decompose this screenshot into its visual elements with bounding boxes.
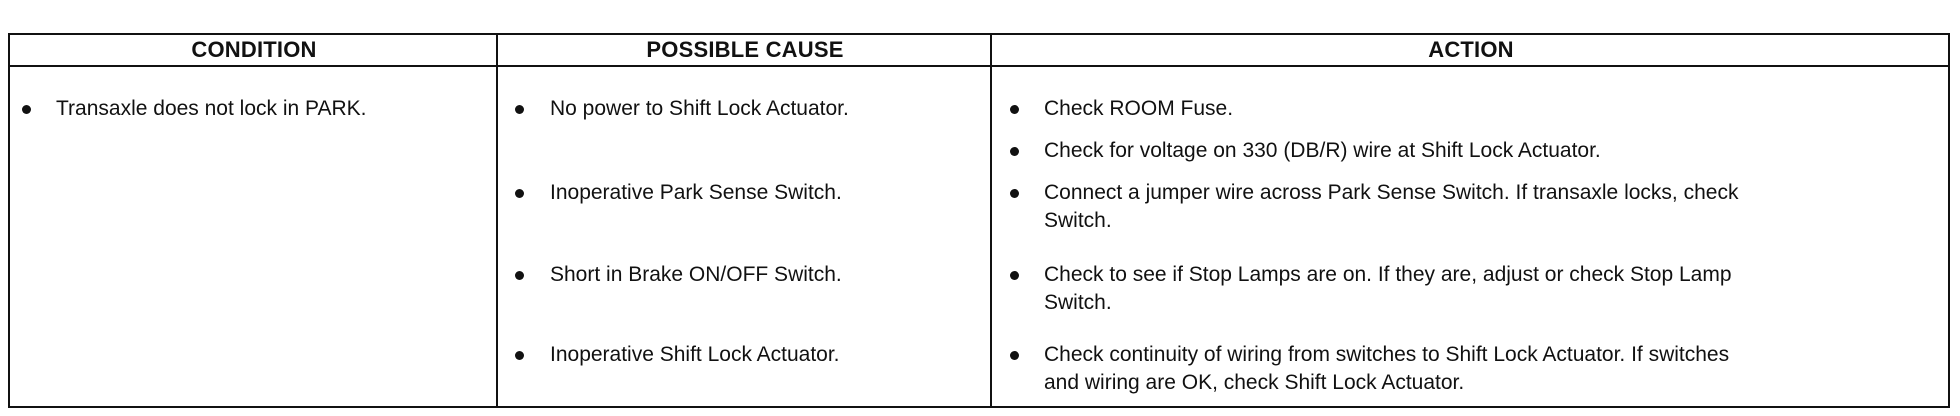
bullet-icon [515,105,524,114]
action-text: Connect a jumper wire across Park Sense … [1044,181,1739,232]
condition-cell: Transaxle does not lock in PARK. [10,67,498,406]
bullet-icon [22,105,31,114]
bullet-icon [515,351,524,360]
action-text: Check to see if Stop Lamps are on. If th… [1044,263,1732,314]
header-action: ACTION [992,35,1950,67]
cause-text: No power to Shift Lock Actuator. [550,97,849,120]
cause-text: Short in Brake ON/OFF Switch. [550,263,842,286]
bullet-icon [1010,351,1019,360]
column-divider [496,35,498,406]
bullet-icon [1010,147,1019,156]
header-possible-cause: POSSIBLE CAUSE [498,35,992,67]
action-text: Check for voltage on 330 (DB/R) wire at … [1044,139,1601,162]
action-text: Check ROOM Fuse. [1044,97,1234,120]
bullet-icon [1010,105,1019,114]
cause-text: Inoperative Shift Lock Actuator. [550,343,840,366]
action-cell: Check ROOM Fuse. Check for voltage on 33… [992,67,1950,406]
bullet-icon [515,189,524,198]
diagnosis-table: CONDITION POSSIBLE CAUSE ACTION Transaxl… [8,33,1950,408]
header-condition: CONDITION [10,35,498,67]
cause-cell: No power to Shift Lock Actuator. Inopera… [498,67,992,406]
condition-text: Transaxle does not lock in PARK. [56,97,367,120]
bullet-icon [515,271,524,280]
bullet-icon [1010,271,1019,280]
bullet-icon [1010,189,1019,198]
cause-text: Inoperative Park Sense Switch. [550,181,842,204]
column-divider [990,35,992,406]
action-text: Check continuity of wiring from switches… [1044,343,1730,394]
